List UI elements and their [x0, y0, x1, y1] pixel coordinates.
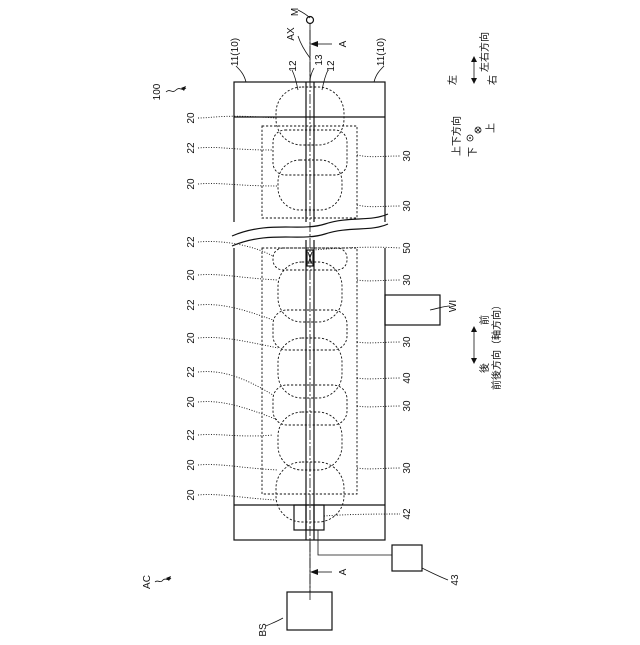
legend-left-right-title: 左右方向 — [478, 32, 491, 72]
label-20-2: 20 — [186, 178, 197, 190]
leader-30-3 — [357, 280, 400, 281]
label-12-left: 12 — [288, 60, 299, 72]
leader-20-3 — [198, 275, 278, 280]
label-43: 43 — [450, 574, 461, 586]
legend-down: 下 — [468, 147, 479, 157]
label-100: 100 — [152, 83, 163, 100]
legend-up-down-title: 上下方向 — [450, 116, 463, 156]
label-22-1: 22 — [186, 142, 197, 154]
label-30-1: 30 — [402, 150, 413, 162]
section-arrow-bottom — [310, 569, 332, 575]
label-20-7: 20 — [186, 489, 197, 501]
label-20-3: 20 — [186, 269, 197, 281]
label-A-top: A — [338, 40, 349, 47]
frame-30 — [262, 126, 357, 494]
frame-lower — [262, 248, 357, 494]
leader-12-right — [322, 70, 328, 90]
label-13: 13 — [314, 54, 325, 66]
labels: 100 AC M AX 13 12 12 11(10) 11(10) A A 2… — [142, 8, 461, 637]
leader-20-4 — [198, 337, 278, 348]
leader-20-5 — [198, 402, 278, 420]
label-BS: BS — [258, 623, 269, 637]
leader-22-5 — [198, 435, 273, 436]
legend-right: 右 — [486, 75, 499, 85]
legend-up-down: 上下方向 上 下 — [450, 116, 497, 157]
label-20-5: 20 — [186, 396, 197, 408]
leader-11-right — [374, 66, 384, 82]
label-12-right: 12 — [326, 60, 337, 72]
label-42: 42 — [402, 508, 413, 520]
leader-20-7 — [198, 495, 276, 500]
box-BS — [287, 592, 332, 630]
label-30-6: 30 — [402, 462, 413, 474]
leader-20-6 — [198, 465, 278, 470]
leader-40 — [357, 378, 400, 379]
leader-30-6 — [357, 468, 400, 469]
legend-front: 前 — [478, 315, 491, 325]
leader-30-1 — [357, 155, 400, 157]
label-11-left: 11(10) — [230, 38, 241, 66]
legend-front-back: 前 後 前後方向（軸方向） — [471, 300, 503, 390]
central-shaft — [306, 30, 314, 600]
legend-left: 左 — [446, 75, 459, 85]
leader-30-4 — [357, 342, 400, 343]
label-AX: AX — [286, 27, 297, 41]
label-A-bottom: A — [338, 568, 349, 575]
label-22-4: 22 — [186, 366, 197, 378]
label-22-3: 22 — [186, 299, 197, 311]
label-22-2: 22 — [186, 236, 197, 248]
wire-43 — [318, 530, 392, 555]
label-22-5: 22 — [186, 429, 197, 441]
label-20-4: 20 — [186, 332, 197, 344]
housing-body — [234, 82, 385, 540]
housing-outline — [234, 82, 385, 540]
label-11-right: 11(10) — [376, 38, 387, 66]
label-40: 40 — [402, 372, 413, 384]
block-42 — [294, 505, 324, 530]
frame-upper — [262, 126, 357, 218]
leaders-left — [198, 116, 278, 500]
label-WI: WI — [448, 300, 459, 312]
label-30-5: 30 — [402, 400, 413, 412]
leader-20-2 — [198, 183, 278, 186]
label-30-4: 30 — [402, 336, 413, 348]
legend-back: 後 — [478, 363, 491, 373]
leader-12-left — [292, 70, 298, 90]
leader-43 — [422, 568, 448, 580]
legend-front-back-title: 前後方向（軸方向） — [490, 300, 503, 390]
section-arrow-top — [310, 41, 332, 47]
label-20-6: 20 — [186, 459, 197, 471]
leader-AX — [298, 36, 310, 58]
leader-30-2 — [357, 205, 400, 207]
box-43 — [392, 545, 422, 571]
leader-13 — [310, 68, 314, 82]
legend-left-right: 左 右 左右方向 — [446, 32, 499, 85]
label-M: M — [290, 8, 301, 16]
label-AC: AC — [142, 575, 153, 589]
unit-22-a — [273, 130, 347, 175]
legend-up: 上 — [485, 123, 497, 133]
leader-22-4 — [198, 372, 273, 395]
leader-11-left — [236, 66, 246, 82]
label-20-1: 20 — [186, 112, 197, 124]
label-50: 50 — [402, 242, 413, 254]
leader-30-5 — [357, 406, 400, 407]
label-30-3: 30 — [402, 274, 413, 286]
label-30-2: 30 — [402, 200, 413, 212]
